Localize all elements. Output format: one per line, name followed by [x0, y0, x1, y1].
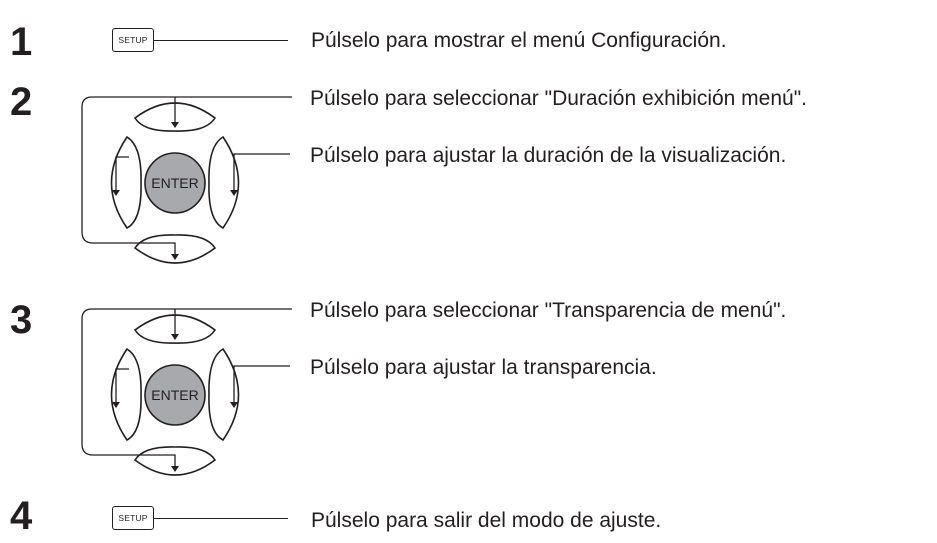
setup-button[interactable]: SETUP: [112, 28, 154, 52]
leader-line: [154, 40, 288, 41]
step-number: 3: [10, 298, 33, 342]
bracket-line: [81, 96, 292, 244]
enter-label: ENTER: [151, 175, 198, 191]
step-number: 4: [10, 494, 33, 538]
setup-button[interactable]: SETUP: [112, 506, 154, 530]
left-arrow-icon: [115, 156, 129, 192]
cursor-pad: ENTER: [81, 308, 292, 476]
enter-button: [144, 152, 206, 214]
right-arrow-icon: [233, 365, 290, 404]
right-button: [208, 347, 240, 442]
step-description: Púlselo para mostrar el menú Configuraci…: [311, 29, 727, 52]
right-button: [208, 135, 240, 230]
step-description-up-down: Púlselo para seleccionar "Transparencia …: [310, 299, 787, 322]
step-description-left-right: Púlselo para ajustar la duración de la v…: [310, 144, 787, 167]
bracket-line: [81, 308, 292, 456]
step-description: Púlselo para salir del modo de ajuste.: [311, 509, 662, 532]
down-arrow-icon: [120, 242, 176, 255]
leader-line: [154, 518, 288, 519]
left-button: [110, 135, 142, 230]
left-button: [110, 347, 142, 442]
right-arrow-icon: [233, 153, 290, 192]
step-number: 1: [10, 20, 33, 64]
enter-label: ENTER: [151, 387, 198, 403]
enter-button: [144, 364, 206, 426]
down-arrow-icon: [120, 454, 176, 467]
step-description-up-down: Púlselo para seleccionar "Duración exhib…: [310, 87, 808, 110]
step-description-left-right: Púlselo para ajustar la transparencia.: [310, 356, 657, 379]
step-number: 2: [10, 80, 33, 124]
cursor-pad: ENTER: [81, 96, 292, 264]
left-arrow-icon: [115, 368, 129, 404]
